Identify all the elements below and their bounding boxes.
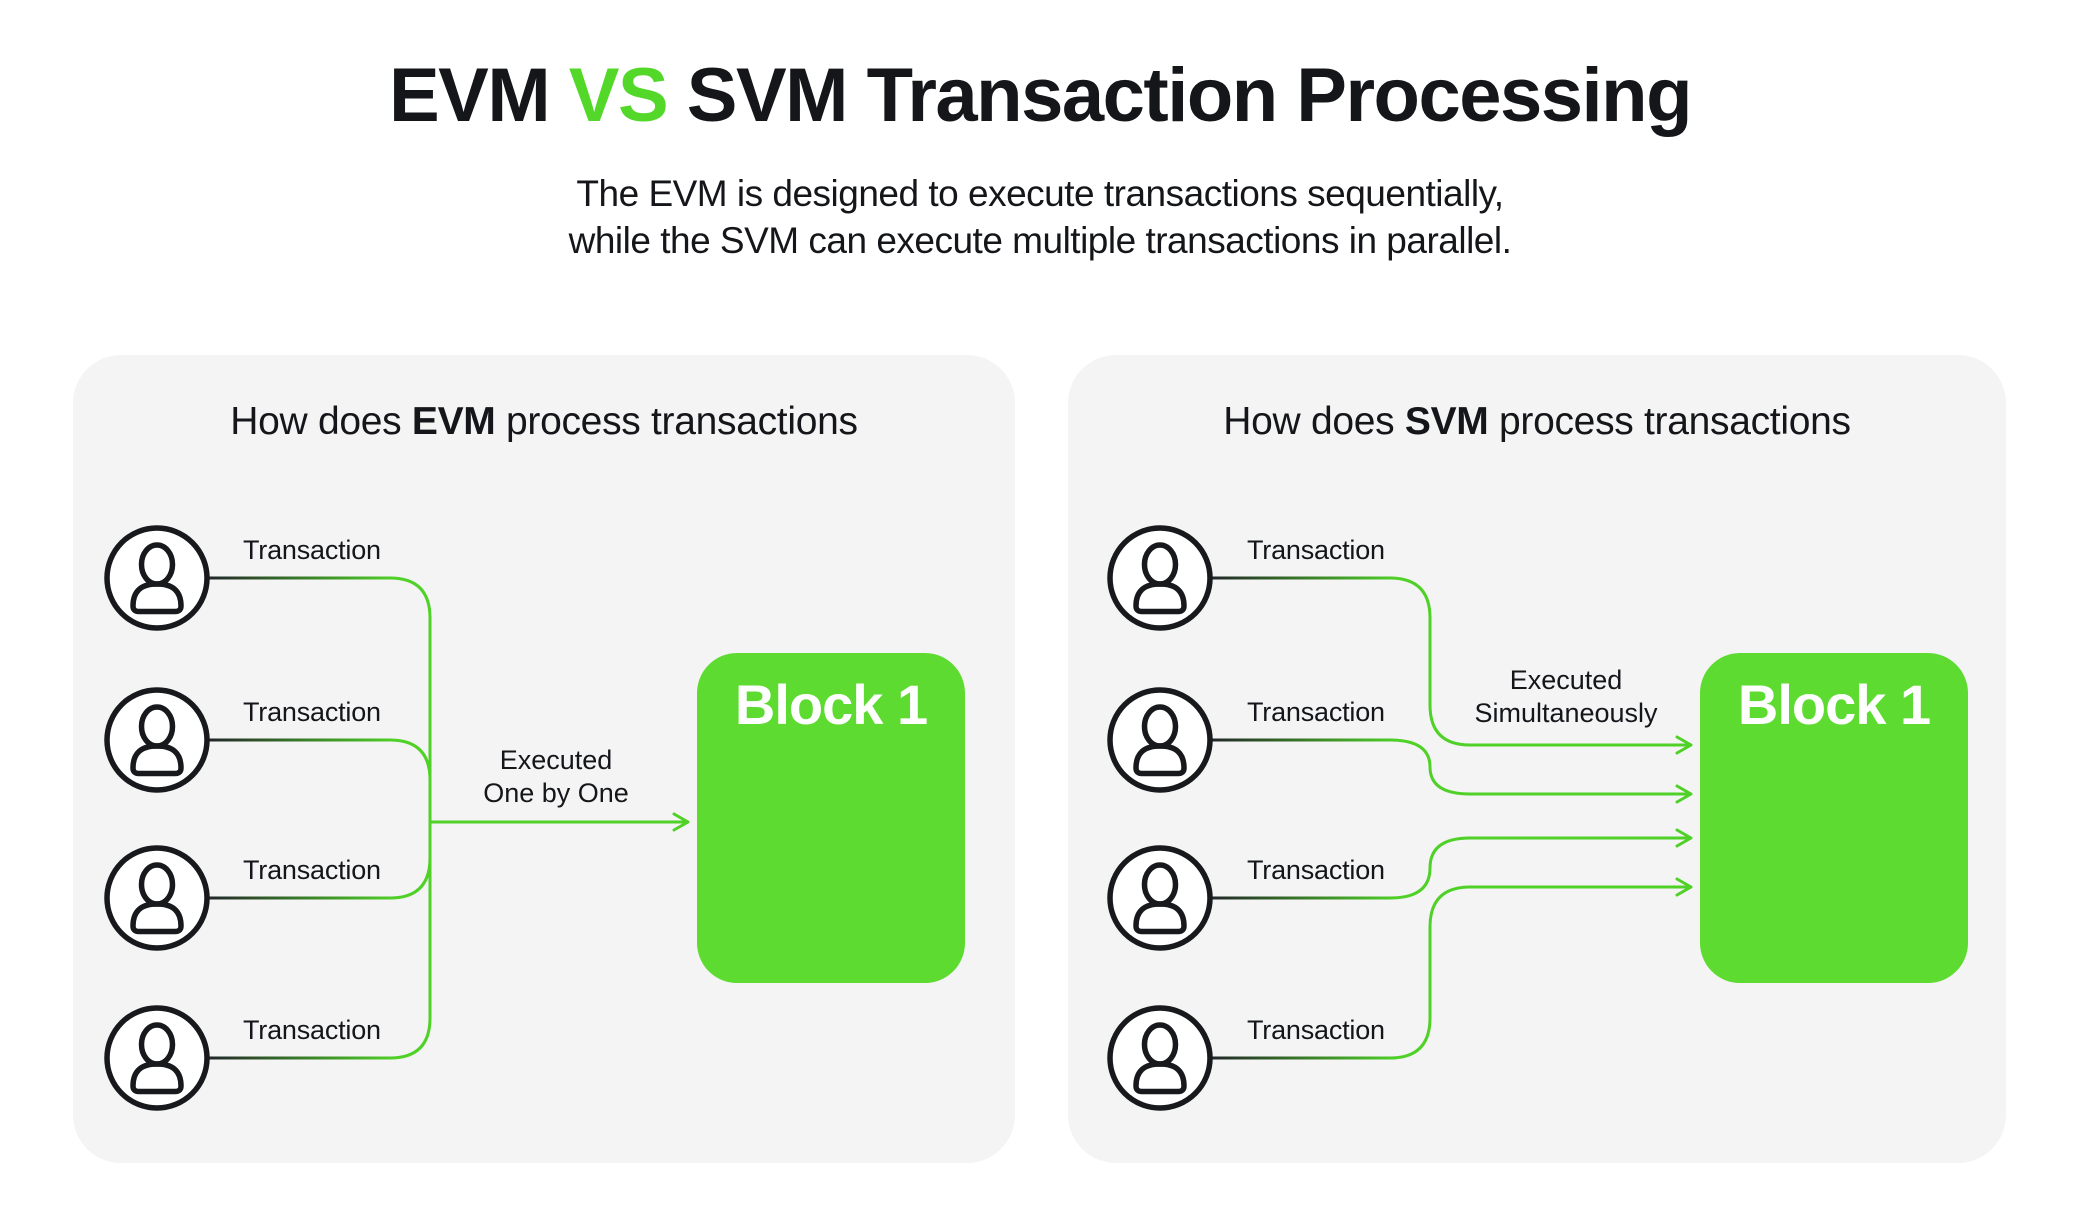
arrowhead-icon [672,812,690,832]
transaction-label: Transaction [243,855,381,885]
arrowhead-icon [1675,828,1693,848]
block-label: Block 1 [734,673,928,736]
transaction-label: Transaction [1247,535,1385,565]
heading-suffix: process transactions [1488,400,1851,443]
evm-panel: How does EVM process transactions Transa… [73,355,1015,1163]
heading-vm: EVM [411,400,496,443]
evm-connector-lines [205,576,690,1060]
heading-prefix: How does [230,400,412,443]
page-title: EVM VS SVM Transaction Processing [0,58,2080,134]
arrowhead-icon [1675,784,1693,804]
transaction-label: Transaction [243,697,381,727]
block-label: Block 1 [1737,673,1931,736]
user-icon [1105,843,1215,953]
svm-panel-heading: How does SVM process transactions [1068,401,2006,443]
user-icon [1105,1003,1215,1113]
heading-prefix: How does [1223,400,1405,443]
arrowhead-icon [1675,735,1693,755]
subtitle-line-2: while the SVM can execute multiple trans… [568,220,1512,261]
arrowhead-icon [1675,877,1693,897]
execution-mode-label: Executed Simultaneously [1466,664,1666,730]
user-icon [102,1003,212,1113]
title-rest: SVM Transaction Processing [667,53,1693,138]
user-icon [102,843,212,953]
transaction-label: Transaction [1247,1015,1385,1045]
page-subtitle: The EVM is designed to execute transacti… [0,170,2080,264]
transaction-label: Transaction [243,535,381,565]
title-evm: EVM [388,53,569,138]
execution-label-line-2: Simultaneously [1474,698,1658,728]
execution-mode-label: Executed One by One [456,744,656,810]
execution-label-line-1: Executed [1509,665,1623,695]
user-icon [102,685,212,795]
evm-panel-heading: How does EVM process transactions [73,401,1015,443]
svm-panel: How does SVM process transactions Transa… [1068,355,2006,1163]
block-1: Block 1 [697,653,965,983]
execution-label-line-2: One by One [483,778,629,808]
svm-connector-lines [1208,576,1693,1060]
title-vs: VS [568,53,669,138]
subtitle-line-1: The EVM is designed to execute transacti… [576,173,1504,214]
transaction-label: Transaction [243,1015,381,1045]
user-icon [1105,523,1215,633]
user-icon [102,523,212,633]
transaction-label: Transaction [1247,697,1385,727]
user-icon [1105,685,1215,795]
transaction-label: Transaction [1247,855,1385,885]
execution-label-line-1: Executed [499,745,613,775]
block-1: Block 1 [1700,653,1968,983]
heading-vm: SVM [1404,400,1489,443]
heading-suffix: process transactions [495,400,858,443]
